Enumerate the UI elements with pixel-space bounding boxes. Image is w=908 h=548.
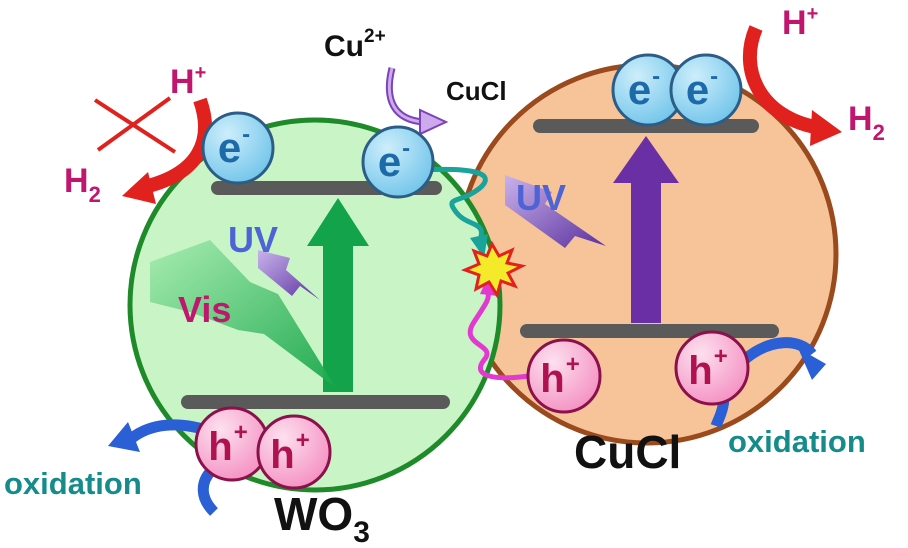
oxidation-tail-left: [197, 466, 219, 516]
h2-evolution-arrow-left: [138, 97, 212, 195]
electron-cucl-right: e-: [669, 53, 743, 127]
svg-text:e-: e-: [686, 63, 718, 113]
copper-reduction-arrowhead: [419, 108, 449, 136]
svg-text:e-: e-: [218, 121, 250, 171]
electron-cucl-left: e-: [611, 53, 685, 127]
cucl-material-label: CuCl: [574, 426, 681, 478]
svg-text:h+: h+: [688, 343, 727, 393]
wo3-excitation-arrow: [307, 198, 369, 392]
svg-text:e-: e-: [378, 135, 410, 185]
blocked-cross-icon-stroke: [96, 96, 172, 152]
proton-label-right: H+: [782, 3, 818, 42]
h2-evolution-arrowhead-left: [122, 172, 156, 204]
hole-transfer-wave: [467, 289, 531, 381]
uv-label-cucl: UV: [516, 177, 566, 218]
blocked-cross-icon: [93, 98, 177, 154]
hole-cucl-left: h+: [526, 338, 602, 414]
hole-cucl-right: h+: [674, 330, 750, 406]
electron-wo3-right: e-: [361, 125, 435, 199]
hole-wo3-right: h+: [256, 414, 332, 490]
hydrogen-label-right: H2: [848, 100, 885, 145]
oxidation-arrowhead-left: [108, 422, 140, 452]
svg-text:h+: h+: [270, 427, 309, 477]
cucl-excitation-arrow: [613, 136, 679, 323]
oxidation-arrowhead-right: [798, 348, 826, 380]
proton-label-left: H+: [170, 62, 206, 101]
svg-text:e-: e-: [628, 63, 660, 113]
recombination-burst-icon: [460, 240, 527, 299]
uv-label-wo3: UV: [228, 219, 278, 260]
svg-text:h+: h+: [208, 419, 247, 469]
uv-light-bolt-right-icon: [505, 175, 606, 248]
vis-light-bolt-icon: [150, 240, 336, 388]
uv-light-bolt-icon: [258, 250, 320, 300]
electron-transfer-arrowhead: [470, 234, 488, 258]
hydrogen-label-left: H2: [64, 162, 101, 207]
wo3-material-label: WO3: [274, 488, 370, 548]
h2-evolution-arrowhead-right: [810, 110, 842, 146]
copper-ion-label: Cu2+: [324, 26, 386, 63]
copper-reduction-arrow: [385, 67, 425, 126]
copper-product-label: CuCl: [446, 76, 507, 106]
hole-wo3-left: h+: [194, 406, 270, 482]
oxidation-label-right: oxidation: [728, 424, 866, 459]
electron-transfer-wave: [419, 166, 488, 247]
oxidation-arrow-right: [740, 337, 817, 365]
svg-text:h+: h+: [540, 351, 579, 401]
electron-wo3-left: e-: [201, 111, 275, 185]
h2-evolution-arrow-right: [742, 25, 822, 135]
copper-reduction-arrow-body: [387, 67, 425, 124]
oxidation-label-left: oxidation: [4, 466, 142, 501]
vis-label: Vis: [178, 289, 231, 330]
